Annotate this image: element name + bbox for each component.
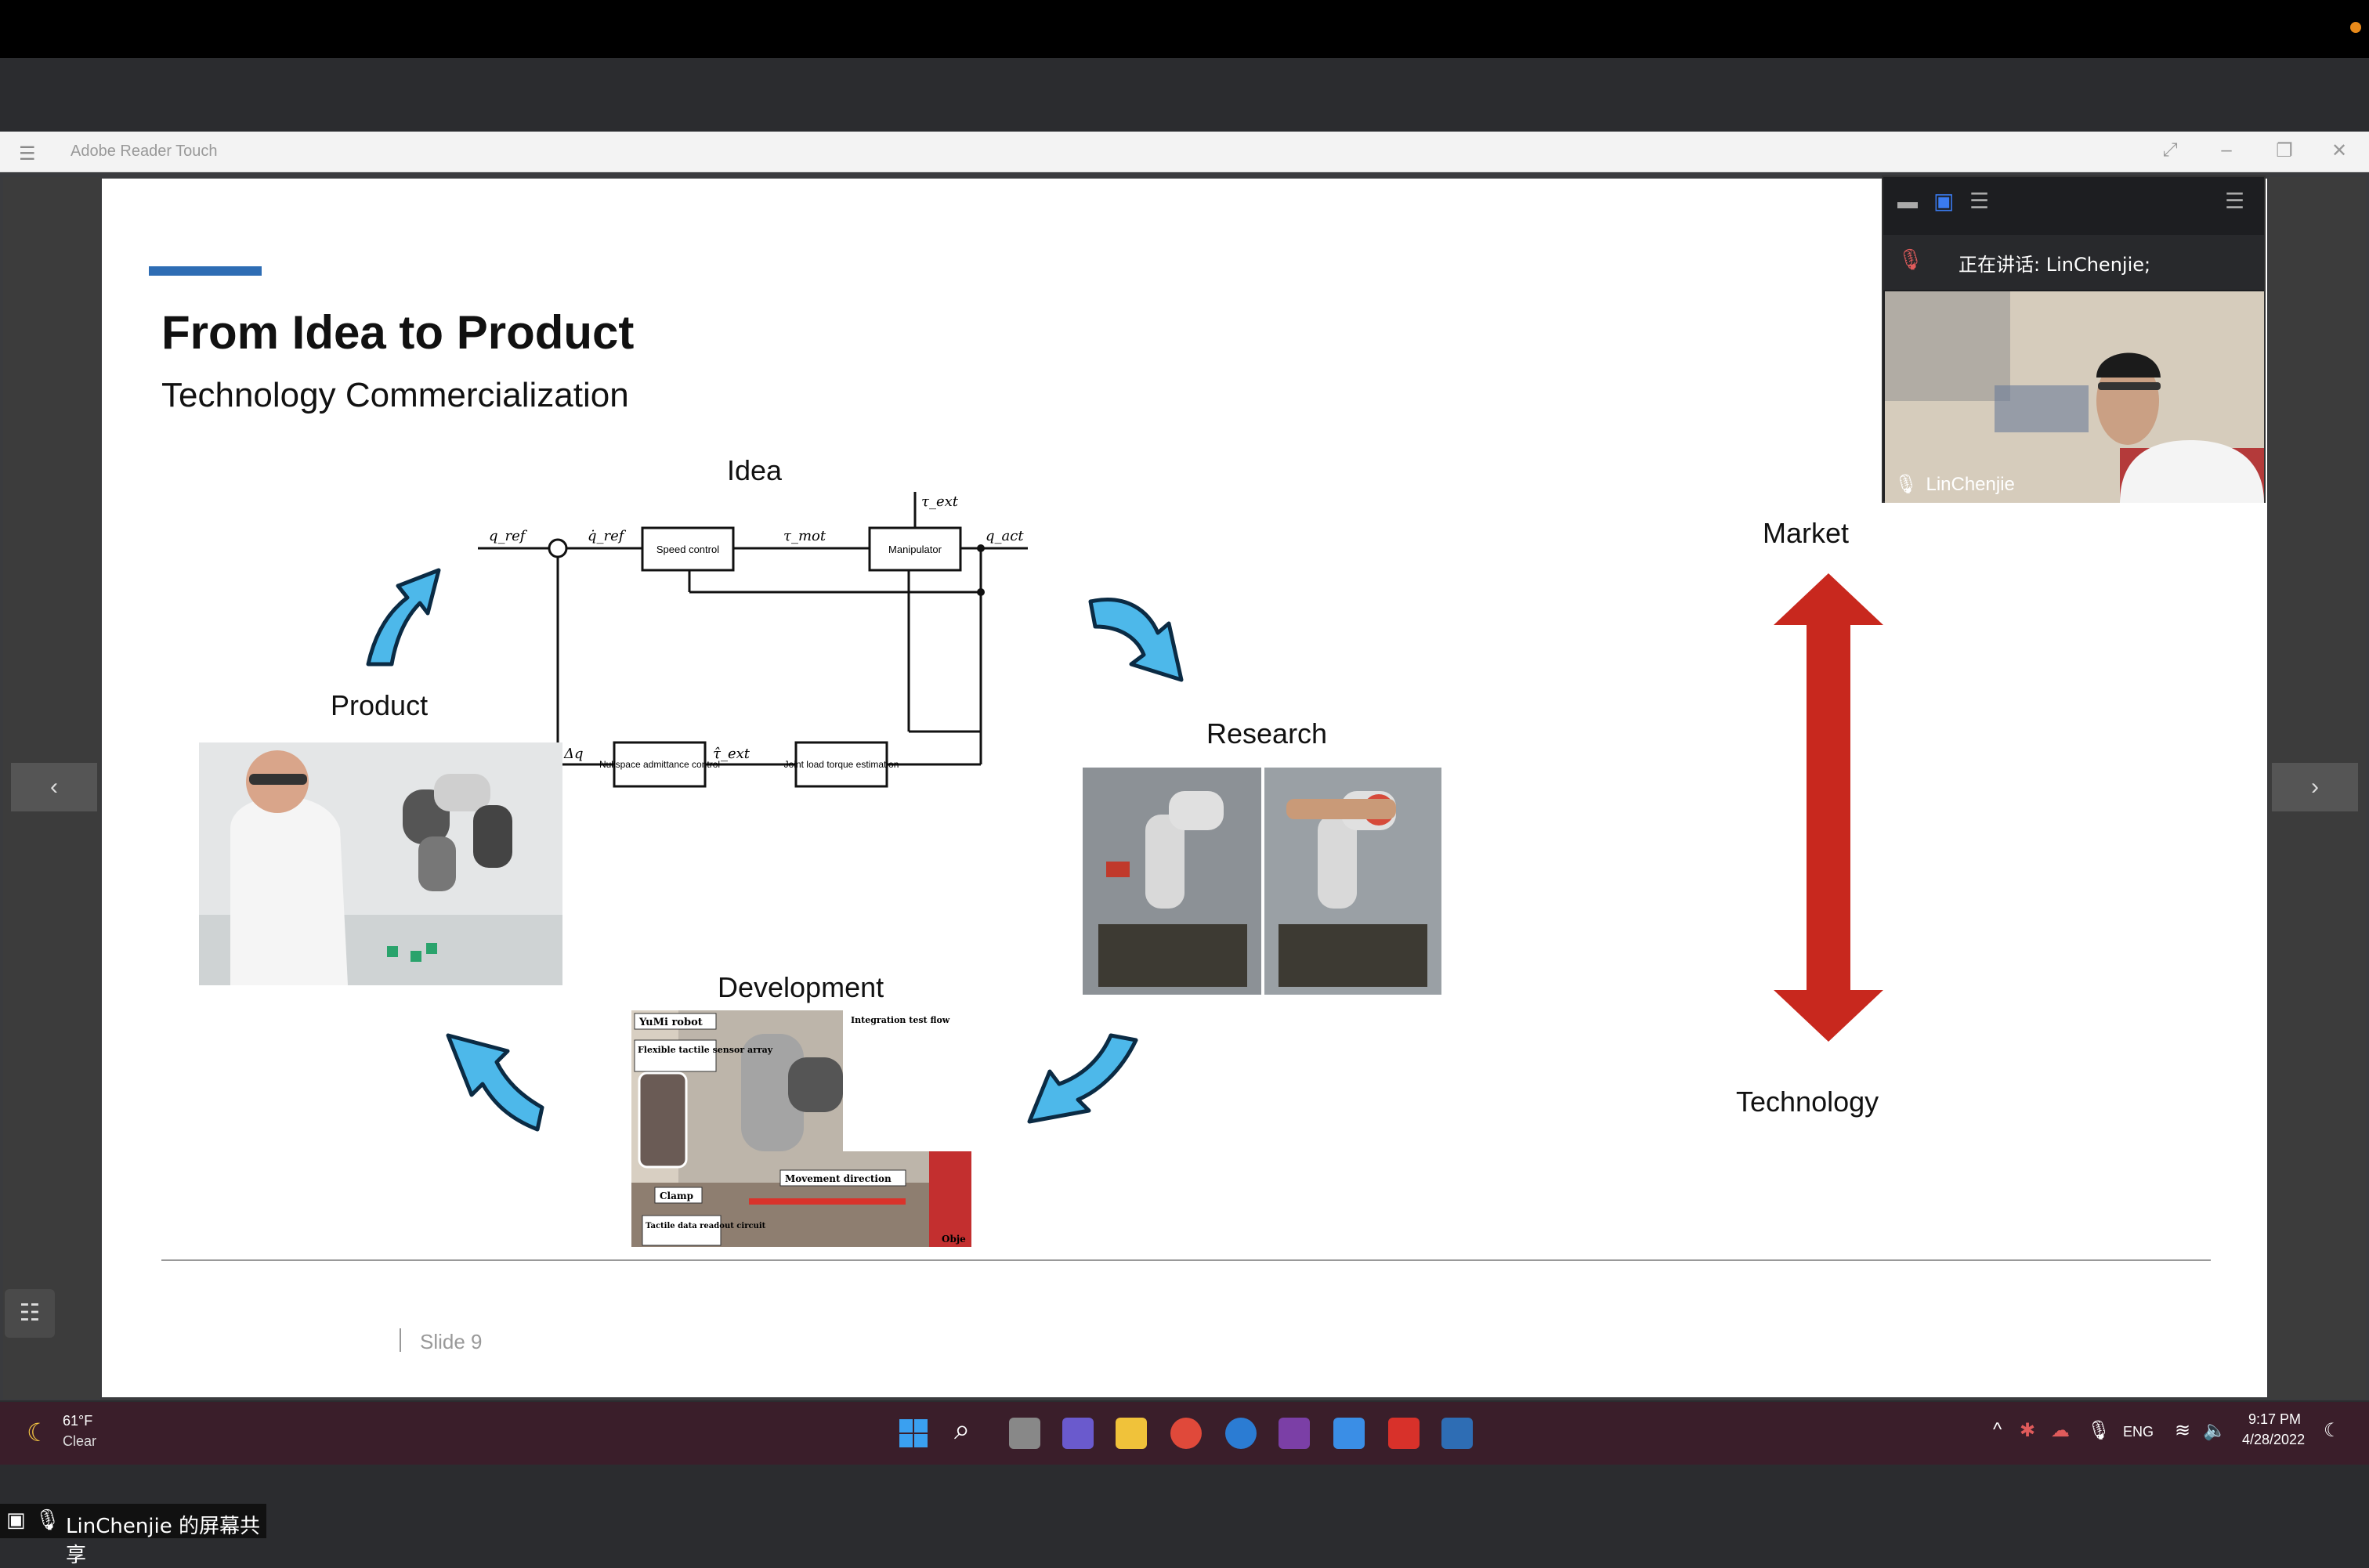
- diagram-nullspace: Nullspace admittance control: [599, 759, 720, 770]
- dev-tactile-label: Tactile data readout circuit: [646, 1222, 766, 1230]
- search-icon[interactable]: ⌕: [954, 1413, 971, 1445]
- label-development: Development: [718, 971, 884, 1003]
- screen-share-indicator[interactable]: ▣ 🎙 LinChenjie 的屏幕共享: [0, 1504, 266, 1567]
- slide-number: Slide 9: [420, 1330, 483, 1353]
- notification-icon[interactable]: ☾: [2324, 1420, 2341, 1441]
- product-photo: [199, 742, 562, 985]
- label-product: Product: [331, 689, 429, 721]
- collapse-icon[interactable]: ▬: [1897, 190, 1918, 213]
- table-of-contents-button[interactable]: ☷: [5, 1289, 55, 1338]
- meeting-bottom-bar: [0, 1465, 2369, 1538]
- diagram-q-ref-dot: q̇_ref: [588, 528, 627, 544]
- restore-button[interactable]: ❐: [2276, 140, 2293, 161]
- diagram-tau-ext-top: τ_ext: [921, 493, 959, 510]
- diagram-q-ref: q_ref: [489, 528, 528, 544]
- chrome-icon[interactable]: [1170, 1418, 1202, 1449]
- task-view-icon[interactable]: [1009, 1418, 1040, 1449]
- footer-divider: [161, 1259, 2211, 1261]
- top-black-bar: [0, 0, 2369, 58]
- minimize-button[interactable]: –: [2221, 139, 2232, 161]
- remote-desktop-icon[interactable]: [1441, 1418, 1473, 1449]
- participant-name: 🎙LinChenjie: [1894, 474, 2015, 495]
- speaking-indicator: 正在讲话: LinChenjie;: [1958, 254, 2151, 276]
- footer-tick: [400, 1328, 401, 1352]
- panel-menu-icon[interactable]: ☰: [2225, 189, 2245, 213]
- dev-obj-label: Obje: [942, 1234, 966, 1245]
- development-photo: YuMi robot Flexible tactile sensor array…: [631, 1010, 971, 1247]
- tray-mic-icon[interactable]: 🎙: [2087, 1420, 2111, 1441]
- app-icon-blue[interactable]: [1225, 1418, 1257, 1449]
- windows-taskbar: ☾ 61°F Clear ⌕ ^ ✱ ☁ 🎙 ENG ≋ 🔈 9:17 PM 4…: [0, 1402, 2369, 1465]
- app-titlebar: ☰ Adobe Reader Touch ⤢ – ❐ ✕: [0, 132, 2369, 172]
- windows-start-icon[interactable]: [898, 1418, 929, 1449]
- gallery-mode-icon[interactable]: ☰: [1969, 189, 1990, 213]
- onenote-icon[interactable]: [1279, 1418, 1310, 1449]
- arrow-down-right: [1088, 598, 1184, 682]
- app-title: Adobe Reader Touch: [71, 143, 218, 160]
- file-explorer-icon[interactable]: [1116, 1418, 1147, 1449]
- screen-share-icon: ▣: [6, 1508, 26, 1532]
- weather-desc[interactable]: Clear: [63, 1433, 97, 1449]
- fullscreen-icon[interactable]: ⤢: [2162, 139, 2178, 161]
- arrow-up-left: [446, 1033, 544, 1132]
- diagram-q-act: q_act: [986, 528, 1024, 544]
- dev-clamp-label: Clamp: [660, 1190, 693, 1201]
- adobe-reader-icon[interactable]: [1388, 1418, 1420, 1449]
- close-button[interactable]: ✕: [2331, 140, 2348, 161]
- dev-yumi-label: YuMi robot: [638, 1017, 703, 1028]
- market-technology-arrow: [1774, 573, 1883, 1042]
- status-dot: [2350, 22, 2361, 33]
- research-photo: [1083, 768, 1441, 995]
- mic-icon: 🎙: [1894, 474, 1919, 495]
- diagram-speed-control: Speed control: [656, 544, 719, 555]
- share-mic-icon: 🎙: [34, 1508, 61, 1532]
- label-technology: Technology: [1736, 1086, 1879, 1118]
- photos-icon[interactable]: [1333, 1418, 1365, 1449]
- speaking-bar: 🎙: [1883, 235, 2264, 290]
- tray-chevron-icon[interactable]: ^: [1993, 1419, 2002, 1440]
- tray-cloud-icon[interactable]: ☁: [2051, 1420, 2070, 1441]
- participant-video: [1885, 291, 2264, 503]
- meeting-top-strip: [0, 58, 2369, 132]
- label-idea: Idea: [727, 454, 783, 486]
- language-indicator[interactable]: ENG: [2123, 1424, 2154, 1440]
- diagram-delta-q: Δq: [563, 746, 584, 762]
- clock-time[interactable]: 9:17 PM: [2248, 1411, 2302, 1427]
- diagram-manipulator: Manipulator: [888, 544, 942, 555]
- slide-title: From Idea to Product: [161, 306, 635, 359]
- volume-icon[interactable]: 🔈: [2203, 1420, 2226, 1441]
- meeting-panel-toolbar: ▬ ▣ ☰ ☰: [1883, 177, 2264, 233]
- title-accent-bar: [149, 266, 262, 276]
- diagram-joint-load: Joint load torque estimation: [784, 759, 899, 770]
- next-page-button[interactable]: ›: [2272, 763, 2358, 811]
- screen-share-label: LinChenjie 的屏幕共享: [66, 1515, 261, 1567]
- wifi-icon[interactable]: ≋: [2175, 1420, 2191, 1441]
- label-market: Market: [1763, 517, 1850, 549]
- diagram-tau-ext-mid: τ̂_ext: [713, 746, 750, 762]
- label-research: Research: [1206, 717, 1328, 750]
- mic-muted-icon: 🎙: [1897, 247, 1924, 271]
- moon-icon: ☾: [27, 1418, 49, 1447]
- teams-chat-icon[interactable]: [1062, 1418, 1094, 1449]
- dev-integration-label: Integration test flow: [851, 1015, 950, 1025]
- weather-temp[interactable]: 61°F: [63, 1413, 93, 1429]
- clock-date[interactable]: 4/28/2022: [2242, 1432, 2306, 1447]
- diagram-tau-mot: τ_mot: [783, 528, 826, 544]
- window-mode-icon[interactable]: ▣: [1933, 189, 1955, 213]
- slide-subtitle: Technology Commercialization: [161, 376, 629, 414]
- meeting-video-panel[interactable]: ▬ ▣ ☰ ☰ 🎙 正在讲话: LinChenjie; 🎙LinChenjie: [1882, 175, 2266, 503]
- prev-page-button[interactable]: ‹: [11, 763, 97, 811]
- hamburger-menu-icon[interactable]: ☰: [19, 143, 36, 164]
- dev-flexible-label: Flexible tactile sensor array: [638, 1045, 773, 1055]
- dev-movement-label: Movement direction: [785, 1173, 892, 1184]
- arrow-up-right: [366, 568, 441, 667]
- control-block-diagram: q_ref q̇_ref Speed control τ_mot Manipul…: [478, 492, 1028, 788]
- tray-app-icon[interactable]: ✱: [2020, 1420, 2036, 1441]
- arrow-down-left: [1027, 1033, 1138, 1124]
